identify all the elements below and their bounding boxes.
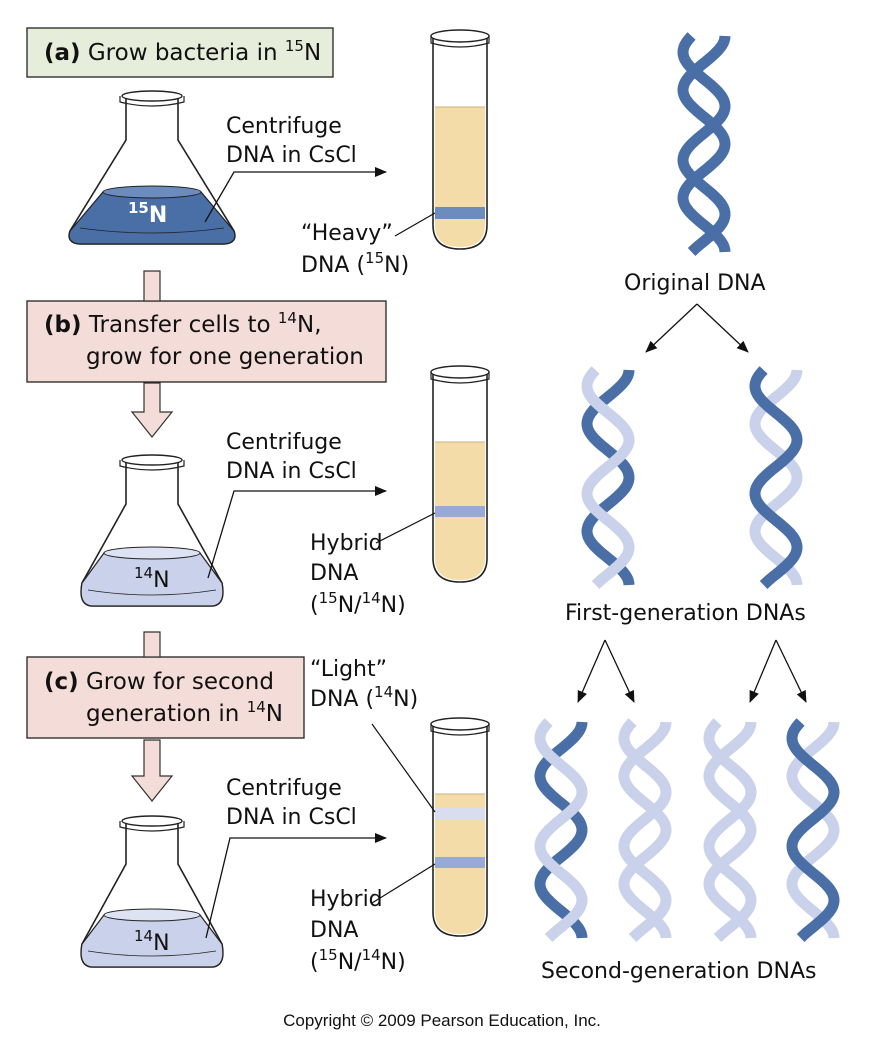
svg-text:Hybrid: Hybrid xyxy=(310,531,383,556)
step-b-line1: Transfer cells to xyxy=(88,312,278,338)
step-b-line2: grow for one generation xyxy=(86,344,364,370)
hybrid-band-2 xyxy=(435,857,485,868)
svg-text:generation in 14N: generation in 14N xyxy=(86,698,283,727)
centrifuge-3-line1: Centrifuge xyxy=(226,776,342,801)
svg-text:(15N/14N): (15N/14N) xyxy=(310,589,406,618)
first-gen-dna-left-strand-b xyxy=(581,366,635,589)
svg-text:“Heavy”: “Heavy” xyxy=(301,221,393,246)
centrifuge-2-line1: Centrifuge xyxy=(226,430,342,455)
step-a-sup: 15 xyxy=(285,37,304,55)
svg-text:“Light”: “Light” xyxy=(310,657,387,682)
centrifuge-1-line1: Centrifuge xyxy=(226,114,342,139)
centrifuge-step-3: Centrifuge DNA in CsCl xyxy=(205,776,387,939)
svg-text:(b) Transfer cells to 14N,: (b) Transfer cells to 14N, xyxy=(44,309,322,338)
second-gen-dna-4-strand-b xyxy=(786,718,840,942)
heavy-band xyxy=(435,207,485,219)
step-a-box: (a) Grow bacteria in 15N xyxy=(26,27,334,78)
step-c-line2: generation in xyxy=(86,701,247,727)
centrifuge-step-2: Centrifuge DNA in CsCl xyxy=(207,430,387,579)
dna-helices xyxy=(534,32,840,942)
svg-text:DNA: DNA xyxy=(310,561,358,586)
svg-text:DNA: DNA xyxy=(310,918,358,943)
original-dna-label: Original DNA xyxy=(624,271,766,296)
test-tube-1 xyxy=(430,29,490,250)
heavy-dna-label: “Heavy” DNA (15N) xyxy=(301,212,436,278)
flask-3-label: 14N xyxy=(134,927,170,956)
original-dna-strand-b xyxy=(677,32,731,256)
hybrid-band xyxy=(435,506,485,517)
centrifuge-step-1: Centrifuge DNA in CsCl xyxy=(204,114,387,223)
flow-arrows xyxy=(130,270,174,802)
second-gen-dna-1-strand-b xyxy=(534,718,588,942)
branch-arrows-1 xyxy=(645,303,749,353)
svg-text:(a) Grow bacteria in 15N: (a) Grow bacteria in 15N xyxy=(44,37,321,66)
block-arrow-3 xyxy=(143,631,161,658)
block-arrow-4 xyxy=(130,739,174,802)
centrifuge-3-line2: DNA in CsCl xyxy=(226,805,357,830)
centrifuge-2-line2: DNA in CsCl xyxy=(226,459,357,484)
svg-text:DNA (15N): DNA (15N) xyxy=(301,249,409,278)
step-b-sup: 14 xyxy=(278,309,297,327)
step-c-sup: 14 xyxy=(247,698,266,716)
flask-1-label: 15N xyxy=(128,199,167,228)
step-c-after: N xyxy=(266,701,283,727)
second-gen-dna-2-strand-b xyxy=(618,718,672,942)
copyright: Copyright © 2009 Pearson Education, Inc. xyxy=(283,1011,601,1030)
step-a-after: N xyxy=(304,40,321,66)
test-tube-3 xyxy=(430,717,490,937)
step-c-box: (c) Grow for second generation in 14N xyxy=(26,656,305,739)
hybrid-dna-label-2: Hybrid DNA (15N/14N) xyxy=(310,863,436,975)
step-a-text: Grow bacteria in xyxy=(88,40,285,66)
centrifuge-1-line2: DNA in CsCl xyxy=(226,143,357,168)
light-band xyxy=(435,808,485,820)
svg-text:Hybrid: Hybrid xyxy=(310,887,383,912)
step-b-box: (b) Transfer cells to 14N, grow for one … xyxy=(26,300,387,383)
step-b-after: N, xyxy=(297,312,322,338)
svg-text:(15N/14N): (15N/14N) xyxy=(310,946,406,975)
flask-2: 14N xyxy=(80,454,224,607)
step-b-letter: (b) xyxy=(44,312,82,338)
flask-2-label: 14N xyxy=(134,564,170,593)
block-arrow-2 xyxy=(130,382,174,438)
first-generation-label: First-generation DNAs xyxy=(565,601,806,626)
second-generation-label: Second-generation DNAs xyxy=(541,959,816,984)
step-c-line1: Grow for second xyxy=(86,669,274,695)
second-gen-dna-3-strand-b xyxy=(703,718,757,942)
block-arrow-1 xyxy=(143,270,161,302)
first-gen-dna-right-strand-b xyxy=(749,366,803,589)
flask-3: 14N xyxy=(80,815,224,968)
test-tube-2 xyxy=(430,365,490,583)
svg-text:(c) Grow for second: (c) Grow for second xyxy=(44,669,274,695)
flask-1: 15N xyxy=(68,90,236,245)
step-c-letter: (c) xyxy=(44,669,79,695)
hybrid-dna-label-1: Hybrid DNA (15N/14N) xyxy=(310,512,436,618)
svg-text:DNA (14N): DNA (14N) xyxy=(310,683,418,712)
branch-arrows-2 xyxy=(577,639,807,703)
step-a-letter: (a) xyxy=(44,40,81,66)
light-dna-label: “Light” DNA (14N) xyxy=(310,657,436,813)
